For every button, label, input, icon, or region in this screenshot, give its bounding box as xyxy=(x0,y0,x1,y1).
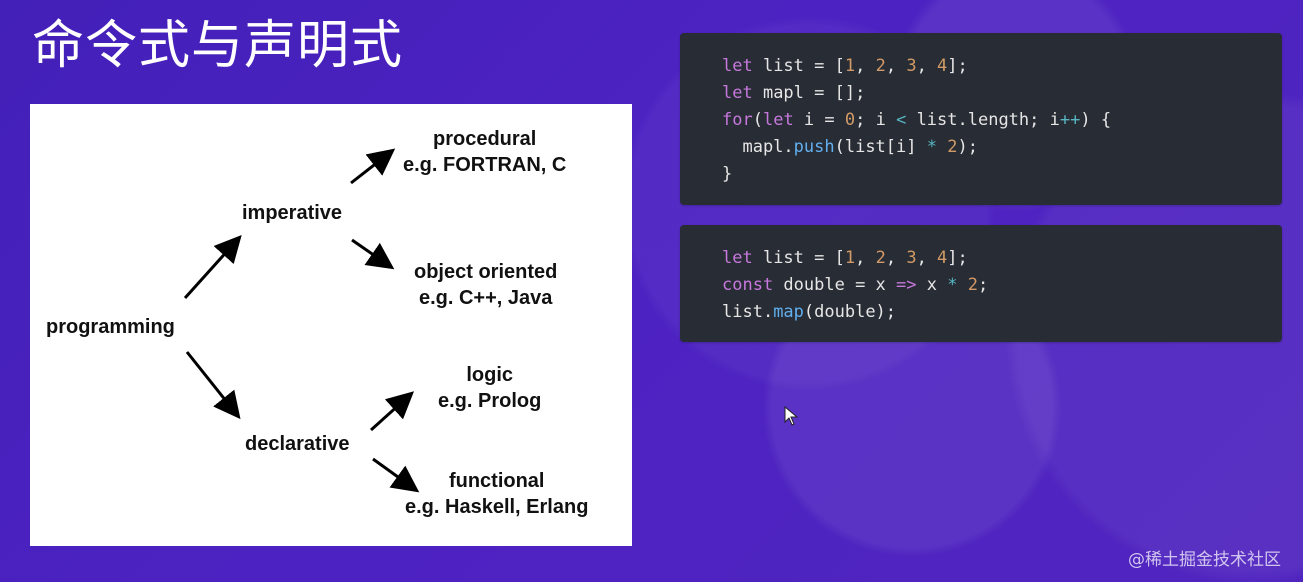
code-token: mapl. xyxy=(722,137,794,157)
object-oriented-label: object oriented xyxy=(414,261,558,283)
logic-example: e.g. Prolog xyxy=(438,390,542,412)
code-token: 4 xyxy=(937,248,948,268)
code-token: < xyxy=(896,110,907,130)
procedural-label: procedural xyxy=(432,128,537,150)
code-token: 2 xyxy=(947,137,958,157)
code-token: x xyxy=(916,275,948,295)
diagram-node-imperative: imperative xyxy=(242,202,343,224)
code-token: double = x xyxy=(773,275,897,295)
code-token: , xyxy=(855,248,876,268)
code-token: 2 xyxy=(875,56,886,76)
arrow-declarative-to-functional xyxy=(372,457,420,493)
code-token: list = [ xyxy=(752,56,845,76)
code-token: * xyxy=(926,137,937,157)
diagram-arrows xyxy=(183,148,420,493)
watermark-text: @稀土掘金技术社区 xyxy=(1128,550,1281,570)
programming-paradigm-diagram: programming imperative declarative proce… xyxy=(30,104,632,546)
code-token: let xyxy=(722,248,753,268)
diagram-node-functional: functional e.g. Haskell, Erlang xyxy=(405,468,588,520)
code-token: , xyxy=(916,56,938,76)
code-token: const xyxy=(722,275,774,295)
code-token: * xyxy=(947,275,958,295)
code-token: 2 xyxy=(875,248,886,268)
code-token: 2 xyxy=(967,275,978,295)
code-token: (list[i] xyxy=(834,137,927,157)
declarative-code-block: let list = [1, 2, 3, 4];const double = x… xyxy=(722,245,988,326)
imperative-code-block: let list = [1, 2, 3, 4];let mapl = [];fo… xyxy=(722,53,1111,188)
code-token: ; i xyxy=(855,110,897,130)
code-token: ]; xyxy=(947,56,968,76)
code-token: (double); xyxy=(803,302,897,322)
procedural-example: e.g. FORTRAN, C xyxy=(403,154,567,176)
code-token: 4 xyxy=(937,56,948,76)
diagram-node-programming: programming xyxy=(46,316,175,338)
object-oriented-example: e.g. C++, Java xyxy=(418,287,553,309)
slide-title: 命令式与声明式 xyxy=(32,16,404,76)
code-token: map xyxy=(773,302,804,322)
code-token: mapl = []; xyxy=(752,83,866,103)
declarative-code-line: let list = [1, 2, 3, 4]; xyxy=(722,245,988,272)
code-token: => xyxy=(896,275,917,295)
imperative-code-line: let list = [1, 2, 3, 4]; xyxy=(722,53,1111,80)
arrow-imperative-to-procedural xyxy=(350,148,396,185)
code-token: , xyxy=(916,248,938,268)
code-token: 0 xyxy=(844,110,856,130)
code-token: let xyxy=(762,110,794,130)
code-token: ) { xyxy=(1080,110,1112,130)
code-token xyxy=(937,137,947,157)
code-token xyxy=(957,275,967,295)
code-token: list. xyxy=(722,302,774,322)
arrow-programming-to-imperative xyxy=(183,234,242,300)
code-token: ; xyxy=(977,275,989,295)
code-token: , xyxy=(885,248,907,268)
code-token: 3 xyxy=(906,248,917,268)
code-token: ++ xyxy=(1059,110,1081,130)
code-token: , xyxy=(885,56,907,76)
imperative-code-panel: let list = [1, 2, 3, 4];let mapl = [];fo… xyxy=(680,33,1282,205)
code-token: i = xyxy=(793,110,845,130)
code-token: ); xyxy=(957,137,978,157)
declarative-code-line: list.map(double); xyxy=(722,299,988,326)
code-token: let xyxy=(722,83,753,103)
code-token: list.length; i xyxy=(906,110,1060,130)
code-token: ]; xyxy=(947,248,968,268)
diagram-node-logic: logic e.g. Prolog xyxy=(438,362,541,414)
declarative-code-panel: let list = [1, 2, 3, 4];const double = x… xyxy=(680,225,1282,342)
functional-label: functional xyxy=(448,470,545,492)
declarative-code-line: const double = x => x * 2; xyxy=(722,272,988,299)
code-token: 1 xyxy=(844,56,856,76)
arrow-declarative-to-logic xyxy=(369,391,415,432)
code-token: list = [ xyxy=(752,248,845,268)
code-token: , xyxy=(855,56,876,76)
diagram-node-procedural: procedural e.g. FORTRAN, C xyxy=(403,126,566,178)
imperative-code-line: mapl.push(list[i] * 2); xyxy=(722,134,1111,161)
code-token: for xyxy=(722,110,753,130)
imperative-code-line: } xyxy=(722,161,1111,188)
functional-example: e.g. Haskell, Erlang xyxy=(405,496,589,518)
imperative-code-line: let mapl = []; xyxy=(722,80,1111,107)
mouse-cursor-icon xyxy=(784,406,799,426)
logic-label: logic xyxy=(466,364,513,386)
code-token: let xyxy=(722,56,753,76)
code-token: ( xyxy=(752,110,763,130)
code-token: } xyxy=(722,164,733,184)
imperative-code-line: for(let i = 0; i < list.length; i++) { xyxy=(722,107,1111,134)
code-token: 3 xyxy=(906,56,917,76)
code-token: push xyxy=(793,137,835,157)
diagram-node-declarative: declarative xyxy=(245,433,350,455)
arrow-programming-to-declarative xyxy=(185,351,241,420)
diagram-node-object-oriented: object oriented e.g. C++, Java xyxy=(414,259,557,311)
code-token: 1 xyxy=(844,248,856,268)
arrow-imperative-to-object-oriented xyxy=(351,238,395,270)
